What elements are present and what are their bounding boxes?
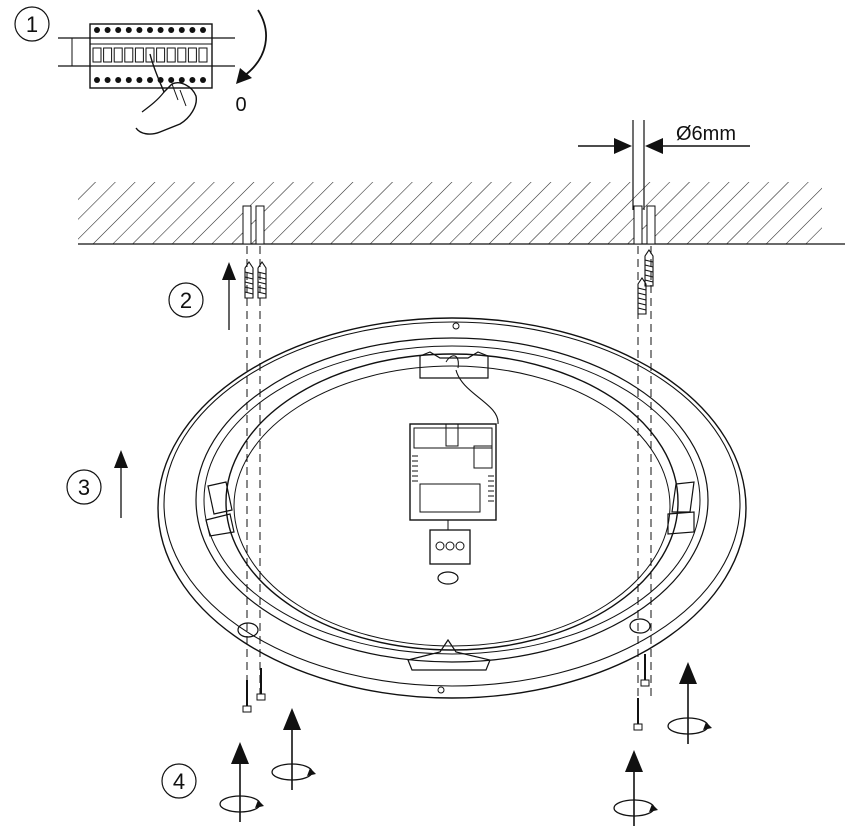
step-2-marker: 2 xyxy=(168,282,204,318)
alignment-lines xyxy=(246,246,652,730)
drill-diameter-label: Ø6mm xyxy=(676,123,736,145)
lift-arrow-icon xyxy=(114,450,128,518)
ceiling xyxy=(78,182,845,245)
switch-off-arrow-icon xyxy=(236,9,267,84)
terminal-block-icon xyxy=(429,520,471,585)
hand-icon xyxy=(135,53,197,135)
breaker-panel-icon xyxy=(58,23,235,89)
switch-off-label: 0 xyxy=(235,94,246,116)
screw-icon xyxy=(242,654,650,731)
drill-diameter-dimension xyxy=(578,120,750,210)
breaker-terminals xyxy=(94,27,206,83)
breaker-toggles xyxy=(92,47,208,63)
step-4-marker: 4 xyxy=(161,763,197,799)
step-4-label: 4 xyxy=(173,769,185,794)
lamp-base-icon xyxy=(157,317,747,699)
insert-arrow-icon xyxy=(222,262,236,330)
driver-box-icon xyxy=(409,423,497,521)
step-1-label: 1 xyxy=(26,12,38,37)
wall-plug-icon xyxy=(244,249,654,315)
step-1-marker: 1 xyxy=(14,6,50,42)
step-2-label: 2 xyxy=(180,288,192,313)
step-3-label: 3 xyxy=(78,475,90,500)
rotate-arrow-icon xyxy=(219,662,712,826)
step-3-marker: 3 xyxy=(66,469,102,505)
